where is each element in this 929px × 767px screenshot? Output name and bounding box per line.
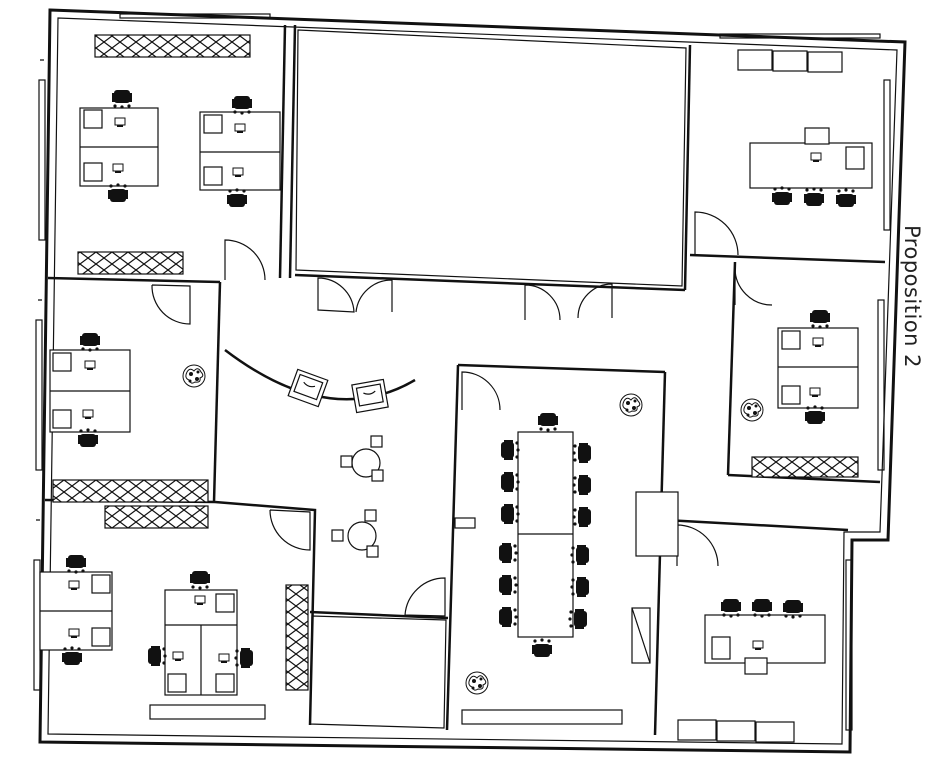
room-top-middle: [295, 29, 687, 287]
storage-cabinet: [285, 584, 309, 691]
plan-title-text: Proposition 2: [900, 225, 924, 369]
window-frames: [33, 13, 891, 731]
office-bottom-left: [39, 505, 309, 720]
office-top-left: [77, 34, 281, 275]
reception-area: [287, 368, 389, 558]
outer-wall: [38, 8, 907, 754]
office-top-right: [737, 49, 873, 207]
storage-cabinet: [751, 456, 859, 478]
storage-cabinet: [94, 34, 251, 58]
storage-cabinet: [52, 479, 209, 503]
storage-cabinet: [104, 505, 209, 529]
storage-cabinet: [77, 251, 184, 275]
office-left-middle: [49, 333, 209, 503]
meeting-room: [454, 393, 679, 725]
office-right-middle: [740, 310, 859, 478]
plan-title: Proposition 2: [900, 225, 926, 425]
storage-room: [309, 615, 447, 729]
office-bottom-right: [677, 599, 826, 743]
doors: [151, 211, 773, 617]
credenza: [635, 491, 679, 557]
